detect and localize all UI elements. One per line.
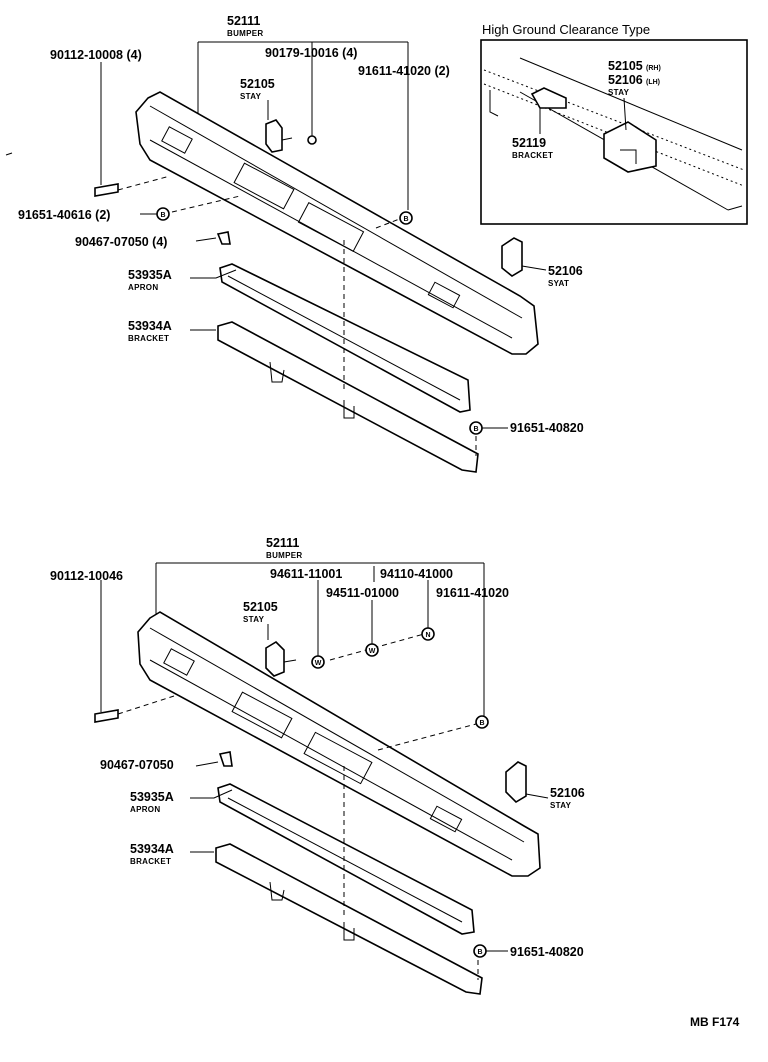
lower-clip-label: 90467-07050 (100, 758, 174, 772)
svg-text:B: B (403, 216, 408, 223)
lower-marker-w: W (311, 655, 325, 669)
lower-bracket-label: BRACKET (130, 857, 171, 866)
svg-text:W: W (369, 648, 376, 655)
lower-apron-number: 53935A (130, 790, 174, 804)
lower-marker-n: N (421, 627, 435, 641)
upper-stay-left-number: 52106 (548, 264, 583, 278)
svg-text:B: B (479, 720, 484, 727)
lower-washer-w-label: 94511-01000 (326, 586, 399, 600)
upper-stay-52105-part (265, 119, 293, 153)
inset-title: High Ground Clearance Type (482, 22, 650, 37)
upper-bolt-icon (94, 183, 119, 197)
upper-bracket-label: BRACKET (128, 334, 169, 343)
upper-nut-icon (307, 135, 317, 145)
upper-stay-left-label: SYAT (548, 279, 569, 288)
lower-bumper-label: BUMPER (266, 551, 302, 560)
lower-apron-label: APRON (130, 805, 160, 814)
lower-stay-52106-part (505, 761, 527, 804)
inset-stay-lh-number: 52106 (608, 73, 643, 87)
upper-clip-label: 90467-07050 (4) (75, 235, 167, 249)
lower-stay-left-label: STAY (550, 801, 572, 810)
lower-bumper-part (137, 611, 541, 877)
svg-text:B: B (160, 212, 165, 219)
lower-bracket-part (215, 843, 483, 995)
lower-stay-52105-part (265, 640, 297, 677)
lower-assembly: W W N B B 52111 BUMPER 90112-10046 94611… (50, 536, 585, 995)
svg-text:B: B (473, 426, 478, 433)
inset-frame (480, 39, 748, 225)
inset-bracket-label: BRACKET (512, 151, 553, 160)
upper-apron-part (219, 263, 471, 413)
inset-stay-lh-suffix: (LH) (646, 79, 660, 86)
lower-bolt-b-label: 91611-41020 (436, 586, 509, 600)
upper-assembly: B B B 52111 BUMPER 90112-10008 (4) 90179… (18, 14, 584, 473)
inset-stay-label: STAY (608, 88, 630, 97)
svg-text:N: N (425, 632, 430, 639)
inset-stay-rh-suffix: (RH) (646, 65, 661, 72)
inset-bracket-part (530, 87, 567, 109)
lower-stay-right-label: STAY (243, 615, 265, 624)
upper-bolt-b-label: 91611-41020 (2) (358, 64, 450, 78)
upper-apron-number: 53935A (128, 268, 172, 282)
inset-bracket-number: 52119 (512, 136, 546, 150)
inset-high-ground-clearance: High Ground Clearance Type 52105 (RH) 52… (480, 22, 748, 225)
upper-stay-right-number: 52105 (240, 77, 275, 91)
lower-bolt-label: 90112-10046 (50, 569, 123, 583)
upper-marker-b-bottom: B (469, 421, 483, 435)
upper-stay-52106-part (501, 237, 523, 277)
upper-clip-icon (216, 231, 231, 245)
inset-stay-part (603, 121, 657, 173)
lower-nut-n-label: 94110-41000 (380, 567, 453, 581)
upper-bracket-number: 53934A (128, 319, 172, 333)
lower-marker-w2: W (365, 643, 379, 657)
upper-stay-right-label: STAY (240, 92, 262, 101)
lower-bolt-w-label: 94611-11001 (270, 567, 342, 581)
upper-bumper-part (135, 91, 539, 355)
upper-marker-b-left: B (156, 207, 170, 221)
lower-bolt-icon (94, 709, 119, 723)
lower-marker-b-bottom: B (473, 944, 487, 958)
diagram-code: MB F174 (690, 1015, 740, 1029)
lower-bolt-bottom-label: 91651-40820 (510, 945, 584, 959)
svg-text:W: W (315, 660, 322, 667)
lower-stay-left-number: 52106 (550, 786, 585, 800)
lower-bumper-number: 52111 (266, 536, 299, 550)
upper-apron-label: APRON (128, 283, 158, 292)
lower-apron-part (217, 783, 475, 935)
inset-stay-rh-number: 52105 (608, 59, 643, 73)
svg-text:B: B (477, 949, 482, 956)
lower-bracket-number: 53934A (130, 842, 174, 856)
upper-nut-label: 90179-10016 (4) (265, 46, 357, 60)
upper-bumper-number: 52111 (227, 14, 260, 28)
lower-marker-b-right: B (475, 715, 489, 729)
upper-marker-b-right: B (399, 211, 413, 225)
upper-bolt-label: 90112-10008 (4) (50, 48, 142, 62)
lower-stay-right-number: 52105 (243, 600, 278, 614)
upper-bracket-part (217, 321, 479, 473)
upper-bolt-bottom-label: 91651-40820 (510, 421, 584, 435)
upper-bolt-left-label: 91651-40616 (2) (18, 208, 110, 222)
upper-bumper-label: BUMPER (227, 29, 263, 38)
lower-clip-icon (218, 751, 233, 767)
